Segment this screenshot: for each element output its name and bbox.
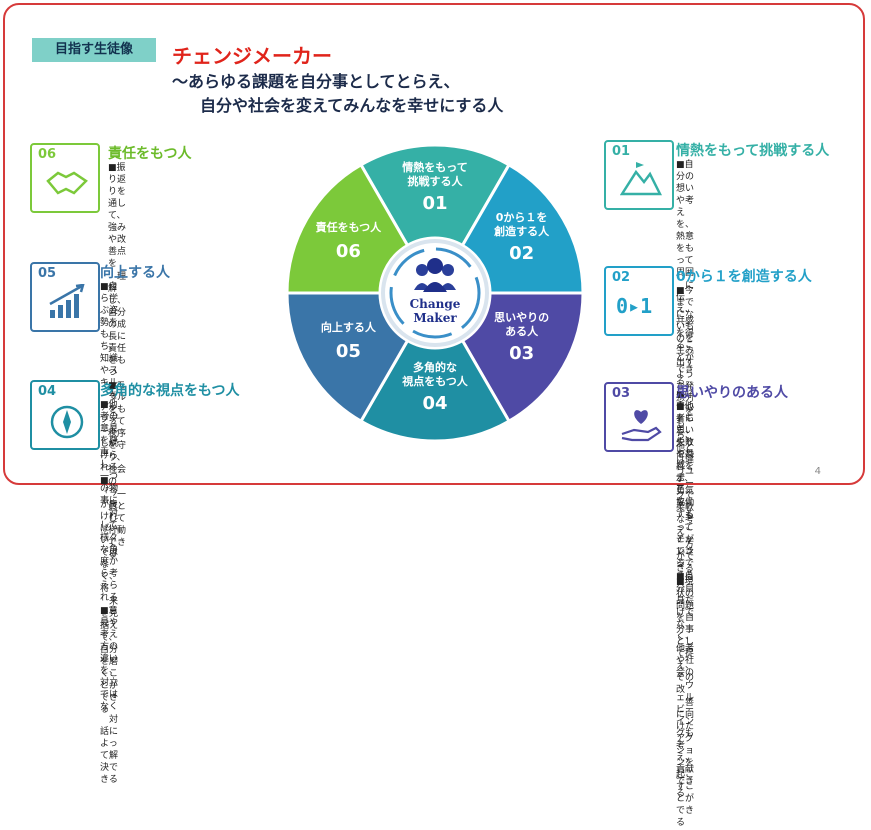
segment-06-label-line1: 責任をもつ人 — [316, 220, 383, 234]
segment-04-label-line1: 多角的な — [413, 360, 457, 374]
card-06-bullet2: ■モラルをもって秩序を守り、社会の — [108, 381, 127, 487]
subtitle-line2: 自分や社会を変えてみんなを幸せにする人 — [200, 96, 504, 115]
growth-chart-icon — [49, 284, 85, 318]
card-06-number: 06 — [38, 147, 57, 162]
segment-04-label-line2: 視点をもつ人 — [401, 374, 469, 388]
segment-02-label-line2: 創造する人 — [493, 224, 550, 238]
card-03-bullet2-cont: ウェルビーイングも考え、貢献できる — [676, 681, 695, 799]
card-02-bullet1: ■今までにないものを生み出すような発想力 — [676, 286, 695, 404]
segment-03-number: 03 — [509, 343, 534, 364]
compass-icon — [50, 405, 84, 439]
card-03-bullet2: ■自分自身だけでなく、他者や社会の — [676, 572, 695, 678]
card-05-title: 向上する人 — [100, 265, 170, 281]
card-01-number: 01 — [612, 144, 631, 159]
card-01-title: 情熱をもって挑戦する人 — [676, 143, 830, 159]
card-04-icon-frame: 04 — [30, 380, 100, 450]
card-05-icon-frame: 05 — [30, 262, 100, 332]
heart-hand-icon — [621, 410, 662, 442]
card-02-number: 02 — [612, 270, 631, 285]
card-06-title: 責任をもつ人 — [108, 146, 192, 162]
wheel-segments — [285, 143, 585, 443]
card-03-bullet1-cont: ことができる — [676, 523, 695, 569]
segment-04-number: 04 — [422, 393, 447, 414]
card-04-bullet2-cont: 対話によって解決できる — [100, 715, 119, 785]
slide-frame — [3, 3, 865, 485]
wheel-segment-01 — [358, 143, 512, 248]
center-ring-arrows — [389, 247, 481, 339]
segment-02-label-line1: 0から１を — [496, 211, 548, 224]
card-04-bullet1-cont: 対して様々な角度から考えられる — [100, 509, 119, 603]
card-02-title: 0から１を創造する人 — [676, 269, 812, 285]
wheel-segment-06 — [285, 162, 410, 295]
page-number: 4 — [814, 466, 821, 477]
zero-to-one-icon: 0▸1 — [616, 294, 653, 318]
logo-line1: Change — [410, 297, 461, 311]
card-05-bullet1: ■自ら学ぶ姿勢をもち、知識やスキル — [100, 282, 119, 388]
card-04-bullet2: ■意見や考え方の違いを、対立ではなく — [100, 606, 119, 712]
card-01-bullet1: ■自分の想いや考えを、熱意をもって周囲 — [676, 160, 695, 278]
card-02-icon-frame: 02 0▸1 — [604, 266, 674, 336]
card-05-number: 05 — [38, 266, 57, 281]
logo-line2: Maker — [413, 311, 457, 325]
card-01-bullet1-cont: に伝え、共感を得ることができる — [676, 281, 695, 387]
segment-03-label-line2: ある人 — [505, 324, 539, 338]
page-title: チェンジメーカー — [172, 44, 332, 68]
card-06-icon-frame: 06 — [30, 143, 100, 213]
people-icon — [414, 258, 456, 292]
page-subtitle: ～あらゆる課題を自分事としてとらえ、 自分や社会を変えてみんなを幸せにする人 — [172, 70, 503, 118]
card-05-bullet1-cont: をアップデートし続けられる — [100, 391, 119, 473]
card-03-body: ■他者に思いやりや共感を示し、協働する ことができる ■自分自身だけでなく、他者… — [676, 401, 694, 801]
card-03-number: 03 — [612, 386, 631, 401]
segment-03-label-line1: 思いやりの — [494, 311, 549, 324]
wheel-segment-05 — [285, 291, 410, 424]
card-03-bullet1: ■他者に思いやりや共感を示し、協働する — [676, 402, 695, 520]
segment-05-label-line1: 向上する人 — [321, 320, 377, 334]
subtitle-line1: ～あらゆる課題を自分事としてとらえ、 — [172, 72, 460, 91]
card-04-body: ■他者の意見を尊重し、一つの物事に 対して様々な角度から考えられる ■意見や考え… — [100, 399, 118, 787]
target-tag: 目指す生徒像 — [32, 38, 156, 62]
wheel-segment-04 — [358, 338, 512, 443]
segment-02-number: 02 — [509, 243, 534, 264]
mountain-flag-icon — [620, 162, 662, 196]
segment-05-number: 05 — [336, 341, 361, 362]
card-04-number: 04 — [38, 384, 57, 399]
card-04-title: 多角的な視点をもつ人 — [100, 383, 240, 399]
change-maker-wheel: Change Maker 情熱をもって挑戦する人 01 0から１を創造する人 02 思い… — [285, 143, 585, 443]
card-06-bullet1: ■振り返りを通して、強みや改善点を — [108, 163, 127, 269]
wheel-segment-03 — [460, 291, 585, 424]
card-03-title: 思いやりのある人 — [676, 385, 788, 401]
segment-labels: 情熱をもって挑戦する人 01 0から１を創造する人 02 思いやりのある人 03 多角的な視… — [316, 160, 550, 414]
card-03-icon-frame: 03 — [604, 382, 674, 452]
segment-01-label-line1: 情熱をもって — [402, 160, 467, 174]
segment-06-number: 06 — [336, 241, 361, 262]
segment-01-label-line2: 挑戦する人 — [408, 174, 464, 188]
card-01-icon-frame: 01 — [604, 140, 674, 210]
segment-01-number: 01 — [422, 193, 447, 214]
handshake-icon — [46, 171, 88, 195]
card-06-bullet1-cont: 理解し、自分の成長に責任をもつ — [108, 272, 127, 378]
center-ring — [381, 239, 489, 347]
wheel-segment-02 — [460, 162, 585, 295]
